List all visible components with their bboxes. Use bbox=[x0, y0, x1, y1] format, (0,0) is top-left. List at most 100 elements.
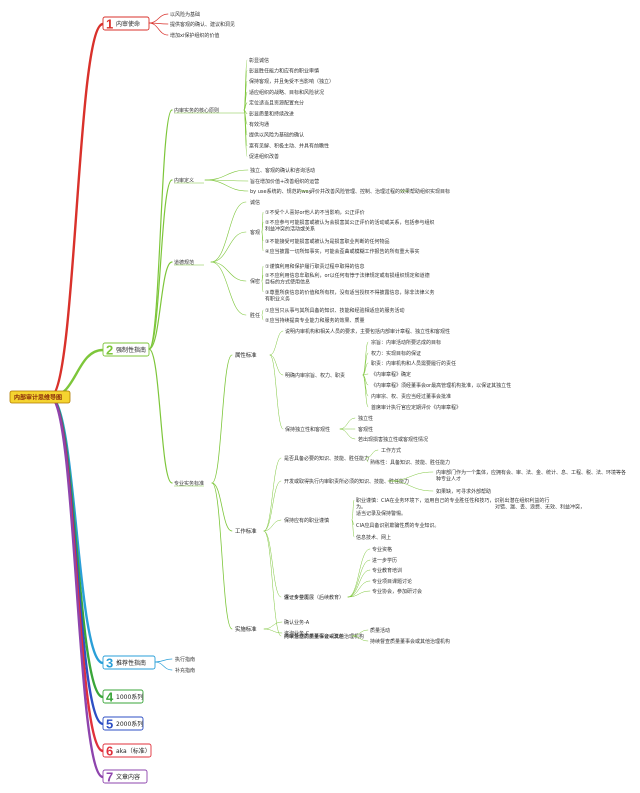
definition-item: 旨在增加价值+改善组织的运营 bbox=[250, 178, 319, 185]
branch-box-6 bbox=[102, 743, 152, 758]
core-principle-item: 提供以风险为基础的确认 bbox=[249, 132, 304, 139]
ethics-item-link bbox=[261, 280, 264, 293]
core-principle-item: 促进组织改善 bbox=[249, 153, 279, 160]
definition-item: 独立、客观的确认和咨询活动 bbox=[250, 167, 315, 174]
branch-number-3: 3 bbox=[106, 656, 113, 671]
care-item: 对错、漏、丢、浪费、无效、利益冲突， bbox=[495, 504, 585, 511]
ethics-item-link bbox=[261, 314, 264, 321]
core-principle-item: 彰显胜任能力和应有的职业审慎 bbox=[249, 68, 319, 75]
branch-label-5: 2000系列 bbox=[116, 720, 143, 728]
ethics-item: ②应当持续提高专业能力和服务的效果、质量 bbox=[265, 317, 365, 324]
main-branch-line-3 bbox=[48, 395, 105, 665]
work-sub-item: 种专业人才 bbox=[436, 476, 461, 483]
ethics-item: ①不受个人喜好or他人的不当影响，公正评价 bbox=[265, 209, 365, 216]
branch-label-7: 文章内容 bbox=[116, 773, 140, 781]
pd-link bbox=[347, 580, 371, 598]
attr-item: 说明内审机构和相关人员的要求，主要包括内部审计章程、独立性和客观性 bbox=[285, 328, 450, 335]
branch3-link bbox=[154, 658, 173, 663]
branch-label-1: 内审使命 bbox=[116, 20, 140, 28]
impl-link bbox=[263, 621, 283, 630]
attr-sub-item: 首席审计执行官应定期评价《内审章程》 bbox=[371, 404, 461, 411]
care-link bbox=[351, 499, 355, 521]
definition-item: 评价并改善风险管理、控制、治理过程的效果 bbox=[310, 188, 410, 195]
branch3-item: 补充指南 bbox=[175, 667, 195, 674]
work-item: 内审活动的质量保证+改进 bbox=[284, 633, 343, 640]
work-sub-item: 内审部门作为一个集体，应拥有会、审、法、金、统计、息、工程、税、法、环境等各 bbox=[436, 469, 626, 476]
core-principle-link bbox=[243, 109, 248, 157]
ethics-item: ①谨慎利用和保护履行职责过程中取得的信息 bbox=[265, 263, 365, 270]
ethics-link bbox=[210, 261, 247, 316]
core-principle-item: 彰显诚信 bbox=[249, 57, 269, 64]
branch-box-3 bbox=[102, 655, 156, 670]
definition-link bbox=[204, 169, 249, 181]
group-label: 内审实务的核心原则 bbox=[174, 107, 219, 114]
core-principle-item: 有效沟通 bbox=[249, 121, 269, 128]
pd-link bbox=[347, 569, 371, 598]
qa-link bbox=[351, 629, 369, 637]
root-node bbox=[9, 390, 71, 404]
work-item: 开发或取得执行内审职责所必须的知识、技能、胜任能力 bbox=[284, 478, 409, 485]
core-principle-item: 定位适当且资源配置充分 bbox=[249, 100, 304, 107]
core-principle-item: 彰显质量和持续改进 bbox=[249, 110, 294, 117]
indep-item: 若出现损害独立性或客观性情况 bbox=[358, 436, 428, 443]
indep-item: 客观性 bbox=[358, 426, 373, 433]
care-item: CIA应具备识别欺骗性质的专业知识。 bbox=[356, 522, 439, 529]
qa-link bbox=[351, 635, 369, 642]
standard-label: 实施标准 bbox=[235, 625, 257, 633]
main-branch-line-2 bbox=[48, 348, 105, 399]
attr-link bbox=[269, 354, 284, 376]
pd-item: 进一步学历 bbox=[372, 557, 397, 564]
ethics-item-link bbox=[261, 221, 264, 233]
branch-box-1 bbox=[102, 16, 150, 31]
branch-number-1: 1 bbox=[106, 17, 113, 32]
attr-item: 明确内审宗旨、权力、职责 bbox=[285, 372, 345, 379]
branch1-item: 提供客观的确认、建议和洞见 bbox=[170, 21, 235, 28]
core-principle-item: 保持客观，并且免受不当影响（独立） bbox=[249, 78, 334, 85]
ethics-item: ②不应利用信息牟取私利，or以任何有悖于法律规定或有损组织规定和道德 bbox=[265, 272, 430, 279]
indep-link bbox=[339, 428, 356, 440]
work-sub-link bbox=[365, 449, 379, 459]
standard-link bbox=[211, 354, 233, 484]
pd-item: 专业资格 bbox=[372, 546, 392, 553]
ethics-link bbox=[210, 261, 247, 282]
pd-item: 专业教育培训 bbox=[372, 567, 402, 574]
definition-item: 帮助组织实现目标 bbox=[410, 188, 450, 195]
work-item: 持续督查质量董事会或其他治理机构 bbox=[284, 633, 364, 640]
ethics-sub: 保密 bbox=[250, 278, 260, 285]
work-item: 保证专业发展（后续教育） bbox=[284, 594, 344, 601]
work-item: 是否具备必要的知识、技能、胜任能力 bbox=[284, 455, 369, 462]
branch-label-4: 1000系列 bbox=[116, 693, 143, 701]
branch1-item: 以风险为基础 bbox=[170, 11, 200, 18]
ethics-item: ③不能接受可能损害或被认为是损害职业判断的任何物品 bbox=[265, 238, 390, 245]
work-sub-item: 熟练性：具备知识、技能、胜任能力 bbox=[370, 459, 450, 466]
care-item: 信息技术、网上 bbox=[356, 534, 391, 541]
ethics-item: ③尊重所获信息的价值和所有权，没有适当授权不得披露信息，除非法律义务 bbox=[265, 289, 435, 296]
attr-sub-item: 《内审章程》须经董事会or最高管理机构批准，以保证其独立性 bbox=[371, 382, 511, 389]
main-branch-line-1 bbox=[48, 22, 105, 399]
ethics-item-link bbox=[261, 309, 264, 316]
ethics-link bbox=[210, 201, 247, 263]
work-sub-item: 如果缺，可寻求外部帮助 bbox=[436, 488, 491, 495]
work-link bbox=[263, 457, 282, 532]
pd-item: 专业项目课题讨论 bbox=[372, 578, 412, 585]
attr-sub-link bbox=[362, 362, 369, 376]
definition-link bbox=[204, 179, 249, 192]
branch1-link bbox=[148, 22, 169, 36]
work-item: 保持应有的职业谨慎 bbox=[284, 517, 329, 524]
group-label: 内审定义 bbox=[174, 177, 194, 184]
impl-item: 咨询业务-C bbox=[284, 630, 310, 637]
root-label: 内部审计思维导图 bbox=[14, 393, 62, 401]
standard-link bbox=[211, 482, 233, 630]
core-principle-item: 适应组织的战略、目标和风险状况 bbox=[249, 89, 324, 96]
indep-link bbox=[339, 417, 356, 430]
qa-item: 持续督查质量董事会或其他治理机构 bbox=[370, 638, 450, 645]
impl-link bbox=[263, 628, 283, 634]
branch-label-2: 强制性指南 bbox=[116, 346, 146, 354]
ethics-link bbox=[210, 231, 247, 263]
work-sub-link bbox=[387, 471, 434, 482]
work-sub-link bbox=[365, 457, 369, 463]
attr-sub-item: 宗旨：内审活动所要达成的目标 bbox=[371, 339, 441, 346]
branch3-link bbox=[154, 661, 173, 671]
attr-sub-item: 权力：实现目标的保证 bbox=[371, 350, 421, 357]
attr-item: 保持独立性和客观性 bbox=[285, 426, 330, 433]
